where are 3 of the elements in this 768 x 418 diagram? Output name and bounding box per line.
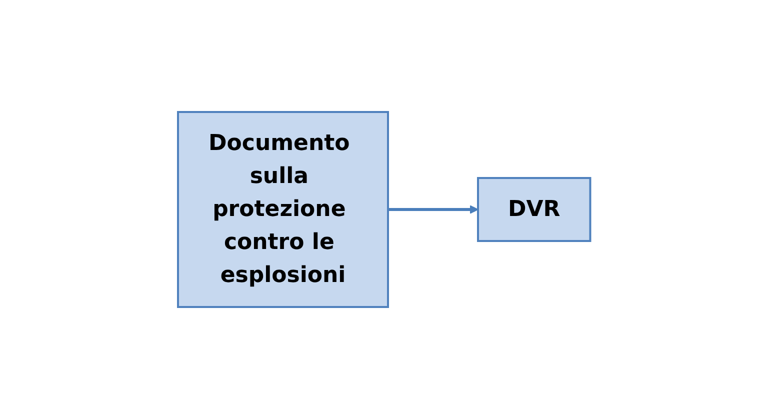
node-box: DVR — [476, 176, 592, 242]
arrow — [388, 204, 478, 214]
node-box: Documento sulla protezione contro le esplosioni — [176, 110, 389, 308]
